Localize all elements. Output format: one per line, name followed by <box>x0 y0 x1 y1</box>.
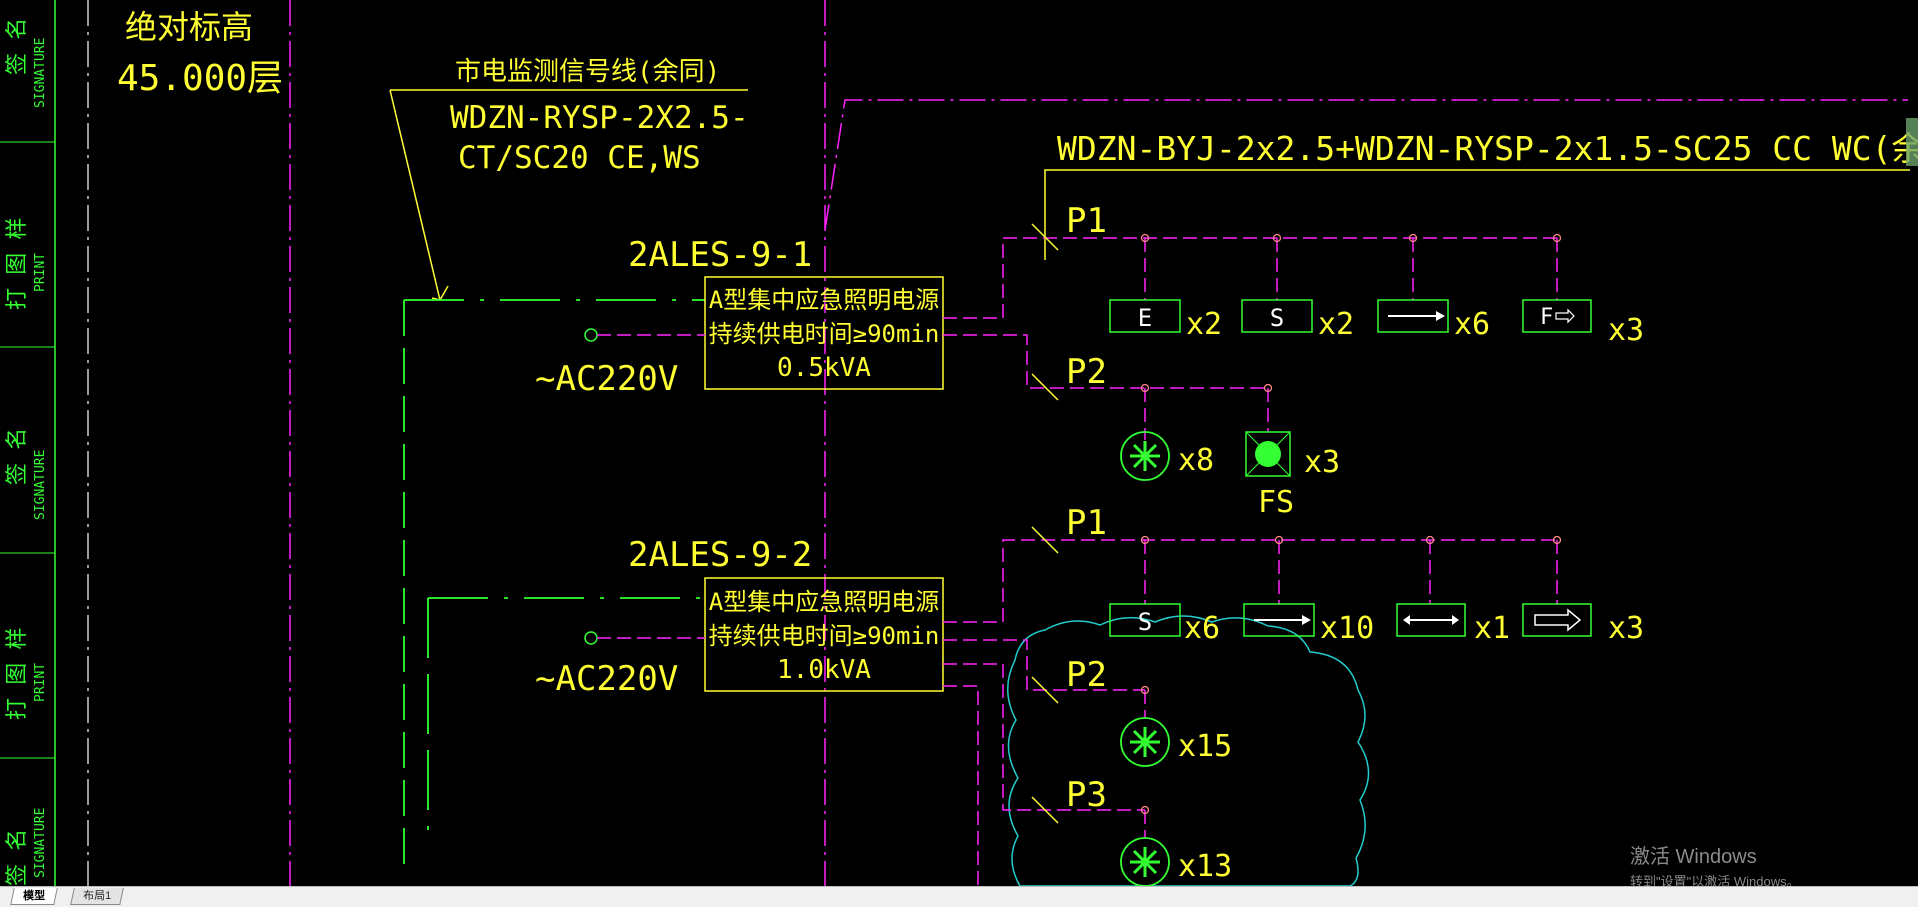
circuit-2-ticks <box>1031 526 1059 824</box>
circuit-1-ticks <box>1031 223 1059 401</box>
title-block-strip <box>0 0 56 886</box>
device-safety-sign[interactable]: S x2 <box>1241 299 1354 342</box>
tab-layout1[interactable]: 布局1 <box>70 888 124 905</box>
device-count: x1 <box>1474 611 1510 646</box>
monitor-line-label: 市电监测信号线(余同) <box>455 57 720 87</box>
title-block-labels: 签 名 SIGNATURE 打 图 样 PRINT 签 名 SIGNATURE … <box>5 18 48 886</box>
device-emergency-light-2[interactable]: x15 <box>1120 717 1232 767</box>
exit-sign-icon: E <box>1138 304 1152 332</box>
floor-label-2: 45.000层 <box>117 58 283 99</box>
device-fire-sign-light[interactable]: x3 FS <box>1245 431 1340 520</box>
emergency-light-icon <box>1130 727 1160 757</box>
cad-drawing[interactable]: 签 名 SIGNATURE 打 图 样 PRINT 签 名 SIGNATURE … <box>0 0 1918 886</box>
device-hollow-arrow-sign[interactable]: x3 <box>1522 603 1644 646</box>
device-count: x2 <box>1186 307 1222 342</box>
drawing-canvas[interactable]: 签 名 SIGNATURE 打 图 样 PRINT 签 名 SIGNATURE … <box>0 0 1918 886</box>
signature-en-2: SIGNATURE <box>33 450 48 520</box>
device-double-arrow-sign[interactable]: x1 <box>1396 603 1510 646</box>
circuit-1-p1: P1 <box>1066 201 1107 241</box>
print-cn: 打 图 样 <box>5 218 30 311</box>
fire-sign-light-icon <box>1245 431 1291 477</box>
device-direction-sign[interactable]: x6 <box>1377 299 1490 342</box>
safety-sign-icon: S <box>1138 608 1152 636</box>
cable-spec-1: WDZN-RYSP-2X2.5- <box>450 100 749 136</box>
device-emergency-light[interactable]: x8 <box>1120 431 1214 481</box>
panel-type: A型集中应急照明电源 <box>709 588 939 616</box>
emergency-light-icon <box>1130 441 1160 471</box>
device-floor-sign[interactable]: F x3 <box>1522 299 1644 348</box>
panel-id: 2ALES-9-1 <box>628 235 812 275</box>
emergency-light-icon <box>1130 847 1160 877</box>
device-count: x2 <box>1318 307 1354 342</box>
circuit-1-wiring <box>943 237 1558 440</box>
safety-sign-icon: S <box>1270 304 1284 332</box>
device-count: x3 <box>1608 313 1644 348</box>
device-count: x13 <box>1178 849 1232 884</box>
device-direction-sign-2[interactable]: x10 <box>1243 603 1374 646</box>
direction-arrow-icon <box>1254 615 1311 625</box>
print-en-2: PRINT <box>33 663 48 702</box>
circuit-1-nodes <box>1140 233 1562 393</box>
signature-cn: 签 名 <box>5 18 30 75</box>
floor-label-1: 绝对标高 <box>125 8 253 46</box>
panel-duration: 持续供电时间≥90min <box>709 320 940 348</box>
cable-spec-2: CT/SC20 CE,WS <box>458 140 701 176</box>
signature-en: SIGNATURE <box>33 38 48 108</box>
panel-type: A型集中应急照明电源 <box>709 286 939 314</box>
supply-voltage: ~AC220V <box>535 659 678 699</box>
device-count: x10 <box>1320 611 1374 646</box>
supply-voltage: ~AC220V <box>535 359 678 399</box>
circuit-1-p2: P2 <box>1066 352 1107 392</box>
circuit-2-nodes <box>1140 535 1562 815</box>
device-safety-sign-2[interactable]: S x6 <box>1109 603 1220 646</box>
device-count: x3 <box>1608 611 1644 646</box>
watermark-subtitle: 转到"设置"以激活 Windows。 <box>1630 874 1800 889</box>
device-label: FS <box>1258 485 1294 520</box>
panel-capacity: 1.0kVA <box>777 655 871 685</box>
scrollbar-handle[interactable] <box>1906 118 1918 166</box>
layout-tab-bar: 模型 布局1 <box>0 886 1918 907</box>
device-count: x8 <box>1178 443 1214 478</box>
direction-arrow-icon <box>1388 311 1445 321</box>
panel-duration: 持续供电时间≥90min <box>709 622 940 650</box>
windows-activation-watermark: 激活 Windows 转到"设置"以激活 Windows。 <box>1630 840 1800 890</box>
circuit-2-wiring <box>943 539 1558 886</box>
panel-2ales-9-1[interactable]: 2ALES-9-1 A型集中应急照明电源 持续供电时间≥90min 0.5kVA… <box>535 235 944 399</box>
device-emergency-light-3[interactable]: x13 <box>1120 837 1232 886</box>
print-en: PRINT <box>33 253 48 292</box>
circuit-2-p1: P1 <box>1066 503 1107 543</box>
device-count: x15 <box>1178 729 1232 764</box>
watermark-title: 激活 Windows <box>1630 846 1757 868</box>
device-exit-sign[interactable]: E x2 <box>1109 299 1222 342</box>
print-cn-2: 打 图 样 <box>5 628 30 721</box>
signature-cn-2: 签 名 <box>5 428 30 485</box>
circuit-2-p2: P2 <box>1066 655 1107 695</box>
signature-en-3: SIGNATURE <box>33 808 48 878</box>
device-count: x6 <box>1454 307 1490 342</box>
signature-cn-3: 签 名 <box>5 829 30 886</box>
hollow-arrow-icon <box>1534 608 1582 632</box>
tab-layout1-label: 布局1 <box>83 890 112 902</box>
panel-2ales-9-2[interactable]: 2ALES-9-2 A型集中应急照明电源 持续供电时间≥90min 1.0kVA… <box>535 535 944 699</box>
panel-id: 2ALES-9-2 <box>628 535 812 575</box>
tab-model-label: 模型 <box>23 890 46 902</box>
panel-capacity: 0.5kVA <box>777 353 871 383</box>
signal-bus <box>403 299 705 870</box>
tab-model[interactable]: 模型 <box>10 888 58 905</box>
floor-sign-icon: F <box>1540 305 1553 330</box>
device-count: x6 <box>1184 611 1220 646</box>
circuit-2-p3: P3 <box>1066 775 1107 815</box>
main-cable-spec: WDZN-BYJ-2x2.5+WDZN-RYSP-2x1.5-SC25 CC W… <box>1057 129 1918 168</box>
double-arrow-icon <box>1403 615 1459 625</box>
device-count: x3 <box>1304 445 1340 480</box>
axis-lines <box>87 0 1908 886</box>
revision-cloud <box>1007 615 1370 886</box>
